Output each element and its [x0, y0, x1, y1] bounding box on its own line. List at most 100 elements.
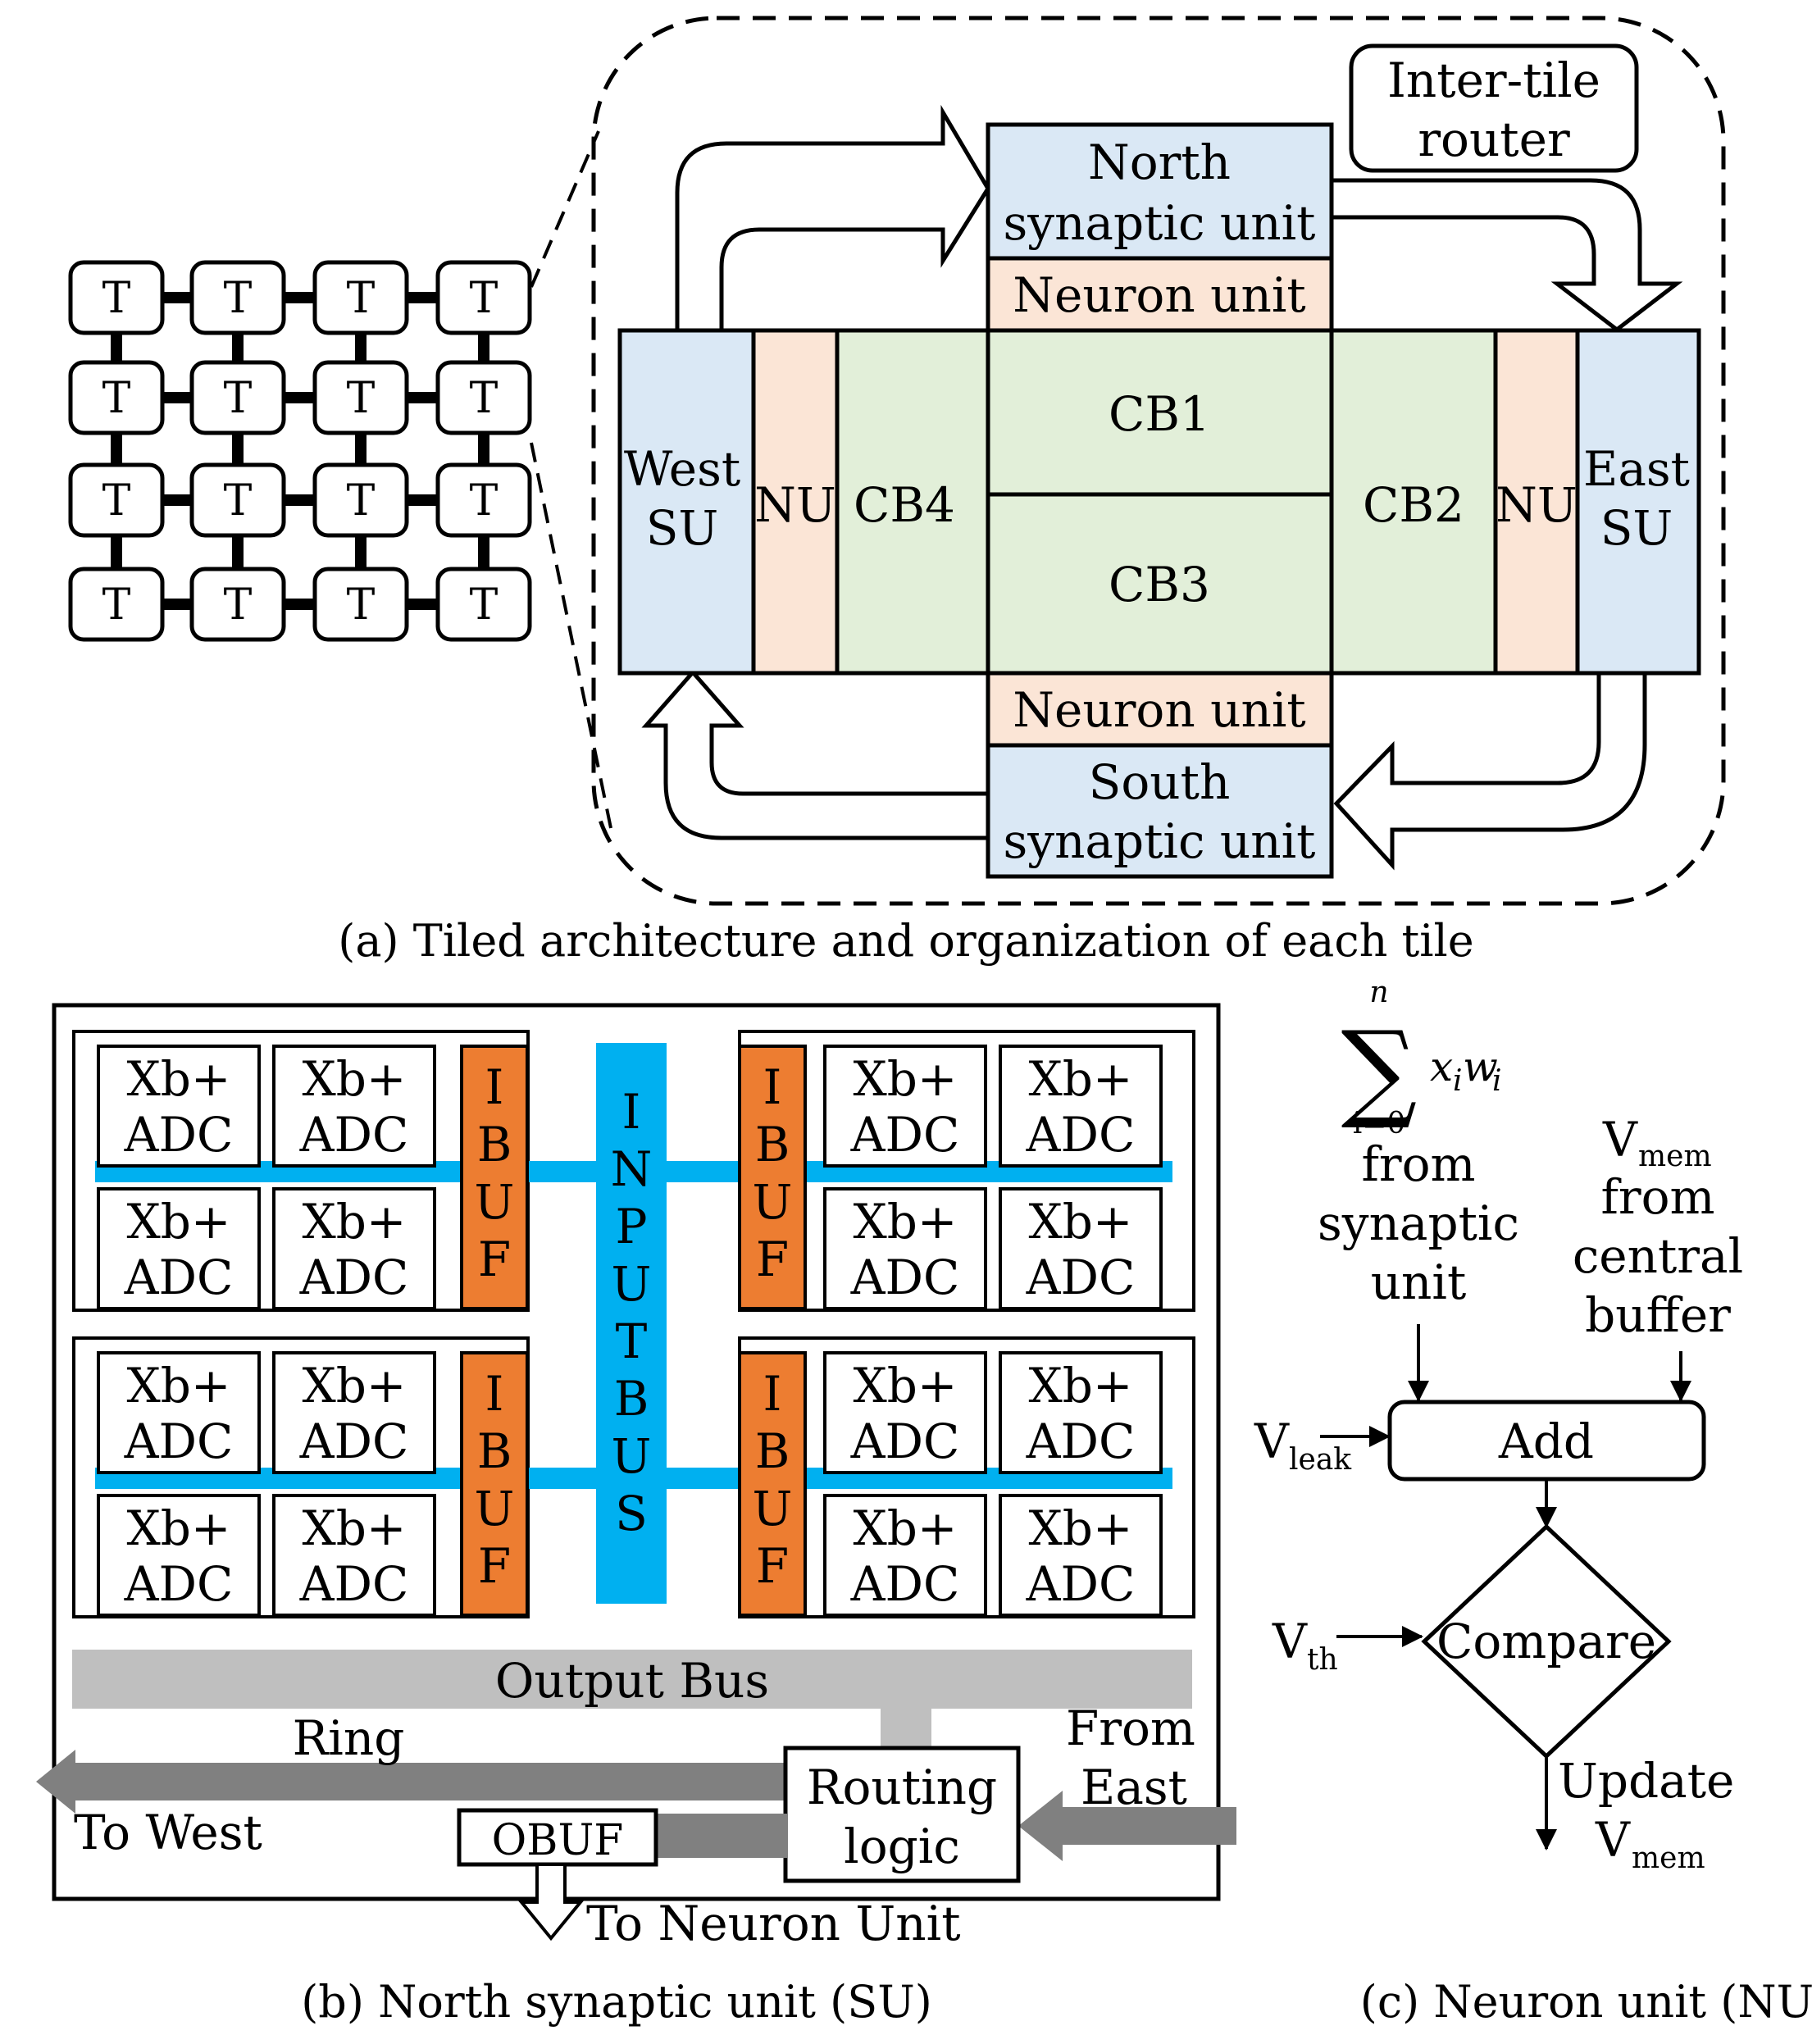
router-label-line1: Inter-tile: [1387, 52, 1600, 108]
from-east-arrow-head: [1018, 1791, 1063, 1861]
ibuf-letter: F: [478, 1538, 511, 1594]
input-bus-letter: I: [622, 1084, 641, 1140]
input-bus-letter: T: [616, 1313, 648, 1369]
tile: [68, 567, 165, 642]
adc-label: ADC: [124, 1556, 234, 1612]
tile-grid-links: [111, 292, 489, 610]
xb-adc-block: [97, 1494, 261, 1617]
summation-term-w: w: [1463, 1043, 1498, 1090]
summation-upper-limit: n: [1369, 976, 1388, 1009]
east-su-label-line2: SU: [1600, 500, 1673, 556]
cb2-label: CB2: [1363, 477, 1464, 533]
from-buffer-label-line3: buffer: [1585, 1287, 1731, 1343]
xb-adc-block: [97, 1045, 261, 1168]
obuf: [457, 1808, 658, 1867]
summation-term-x-index: i: [1453, 1064, 1463, 1098]
update-vmem-sub: mem: [1632, 1841, 1705, 1875]
from-synaptic-label-line1: from: [1361, 1136, 1475, 1192]
vleak-main: V: [1254, 1414, 1290, 1469]
tile-label: T: [470, 374, 499, 423]
adc-label: ADC: [299, 1107, 409, 1163]
input-bus-branch: [527, 1468, 598, 1489]
adc-label: ADC: [1026, 1107, 1136, 1163]
vleak-sub: leak: [1289, 1443, 1352, 1477]
tile-label: T: [470, 580, 499, 630]
adc-label: ADC: [299, 1556, 409, 1612]
inter-tile-router: [1349, 43, 1639, 173]
input-bus-letter: S: [615, 1486, 648, 1541]
ring-arrow-west-to-north: [675, 104, 990, 334]
tile-label: T: [102, 580, 131, 630]
to-neuron-unit-label: To Neuron Unit: [586, 1896, 961, 1951]
tile-label: T: [470, 274, 499, 323]
xb-label: Xb+: [853, 1051, 957, 1107]
tile: [435, 462, 532, 538]
tile: [189, 567, 286, 642]
adc-label: ADC: [850, 1556, 960, 1612]
tile-label: T: [347, 476, 376, 526]
adc-label: ADC: [299, 1414, 409, 1469]
north-su-label-line1: North: [1088, 134, 1231, 190]
xb-label: Xb+: [126, 1358, 230, 1414]
north-synaptic-unit: [986, 122, 1334, 261]
ibuf: [738, 1045, 807, 1310]
to-west-label: To West: [74, 1805, 262, 1860]
south-synaptic-unit: [986, 743, 1334, 879]
cb1-label: CB1: [1109, 386, 1210, 442]
tile-label: T: [102, 374, 131, 423]
xb-label: Xb+: [853, 1500, 957, 1556]
panel-b-north-synaptic-unit: Xb+ADCXb+ADCXb+ADCXb+ADCIBUFXb+ADCXb+ADC…: [36, 1003, 1236, 2028]
adc-label: ADC: [1026, 1250, 1136, 1305]
cb4-label: CB4: [854, 477, 955, 533]
from-synaptic-label-line3: unit: [1371, 1254, 1467, 1310]
crossbar-blocks: Xb+ADCXb+ADCXb+ADCXb+ADCIBUFXb+ADCXb+ADC…: [72, 1030, 1195, 1618]
adc-label: ADC: [124, 1250, 234, 1305]
summation-lower-limit: i=0: [1353, 1107, 1406, 1140]
vth-main: V: [1272, 1614, 1308, 1669]
xb-adc-block: [97, 1351, 261, 1474]
from-east-link: [1063, 1807, 1236, 1845]
tile-label: T: [102, 274, 131, 323]
xb-label: Xb+: [126, 1051, 230, 1107]
xb-label: Xb+: [302, 1194, 406, 1250]
xb-label: Xb+: [126, 1500, 230, 1556]
xb-adc-block: [272, 1351, 436, 1474]
south-su-label-line1: South: [1089, 754, 1231, 810]
input-bus-letter: U: [612, 1428, 652, 1484]
update-label-line1: Update: [1558, 1753, 1734, 1809]
input-bus-letter: N: [611, 1141, 653, 1197]
east-nu-label: NU: [1496, 477, 1578, 533]
ibuf-letter: I: [485, 1366, 504, 1422]
ibuf: [738, 1351, 807, 1617]
tile-label: T: [224, 274, 253, 323]
south-su-label-line2: synaptic unit: [1004, 813, 1316, 869]
adc-label: ADC: [1026, 1556, 1136, 1612]
tile: [189, 260, 286, 335]
ibuf-letter: I: [763, 1059, 782, 1115]
ring-arrow-head: [36, 1750, 75, 1814]
tile: [435, 567, 532, 642]
from-synaptic-label-line2: synaptic: [1318, 1195, 1519, 1251]
ring-label: Ring: [293, 1710, 405, 1766]
cb3-label: CB3: [1109, 557, 1210, 612]
tile: [189, 462, 286, 538]
ibuf-letter: U: [475, 1174, 515, 1230]
input-bus-letter: U: [612, 1256, 652, 1312]
routing-logic-label-line2: logic: [844, 1819, 960, 1874]
west-neuron-unit: [751, 328, 840, 676]
ibuf: [460, 1045, 529, 1310]
tile-label: T: [224, 580, 253, 630]
compare-label: Compare: [1436, 1614, 1656, 1669]
adc-label: ADC: [850, 1414, 960, 1469]
tile-label: T: [224, 476, 253, 526]
to-neuron-unit-arrow: [517, 1863, 585, 1942]
summation-term-w-index: i: [1492, 1064, 1502, 1098]
west-su-label-line2: SU: [646, 500, 719, 556]
input-bus-branch: [665, 1161, 740, 1182]
from-buffer-label-line2: central: [1573, 1228, 1743, 1284]
summation-term-x: x: [1430, 1043, 1453, 1090]
xb-adc-block: [272, 1187, 436, 1310]
